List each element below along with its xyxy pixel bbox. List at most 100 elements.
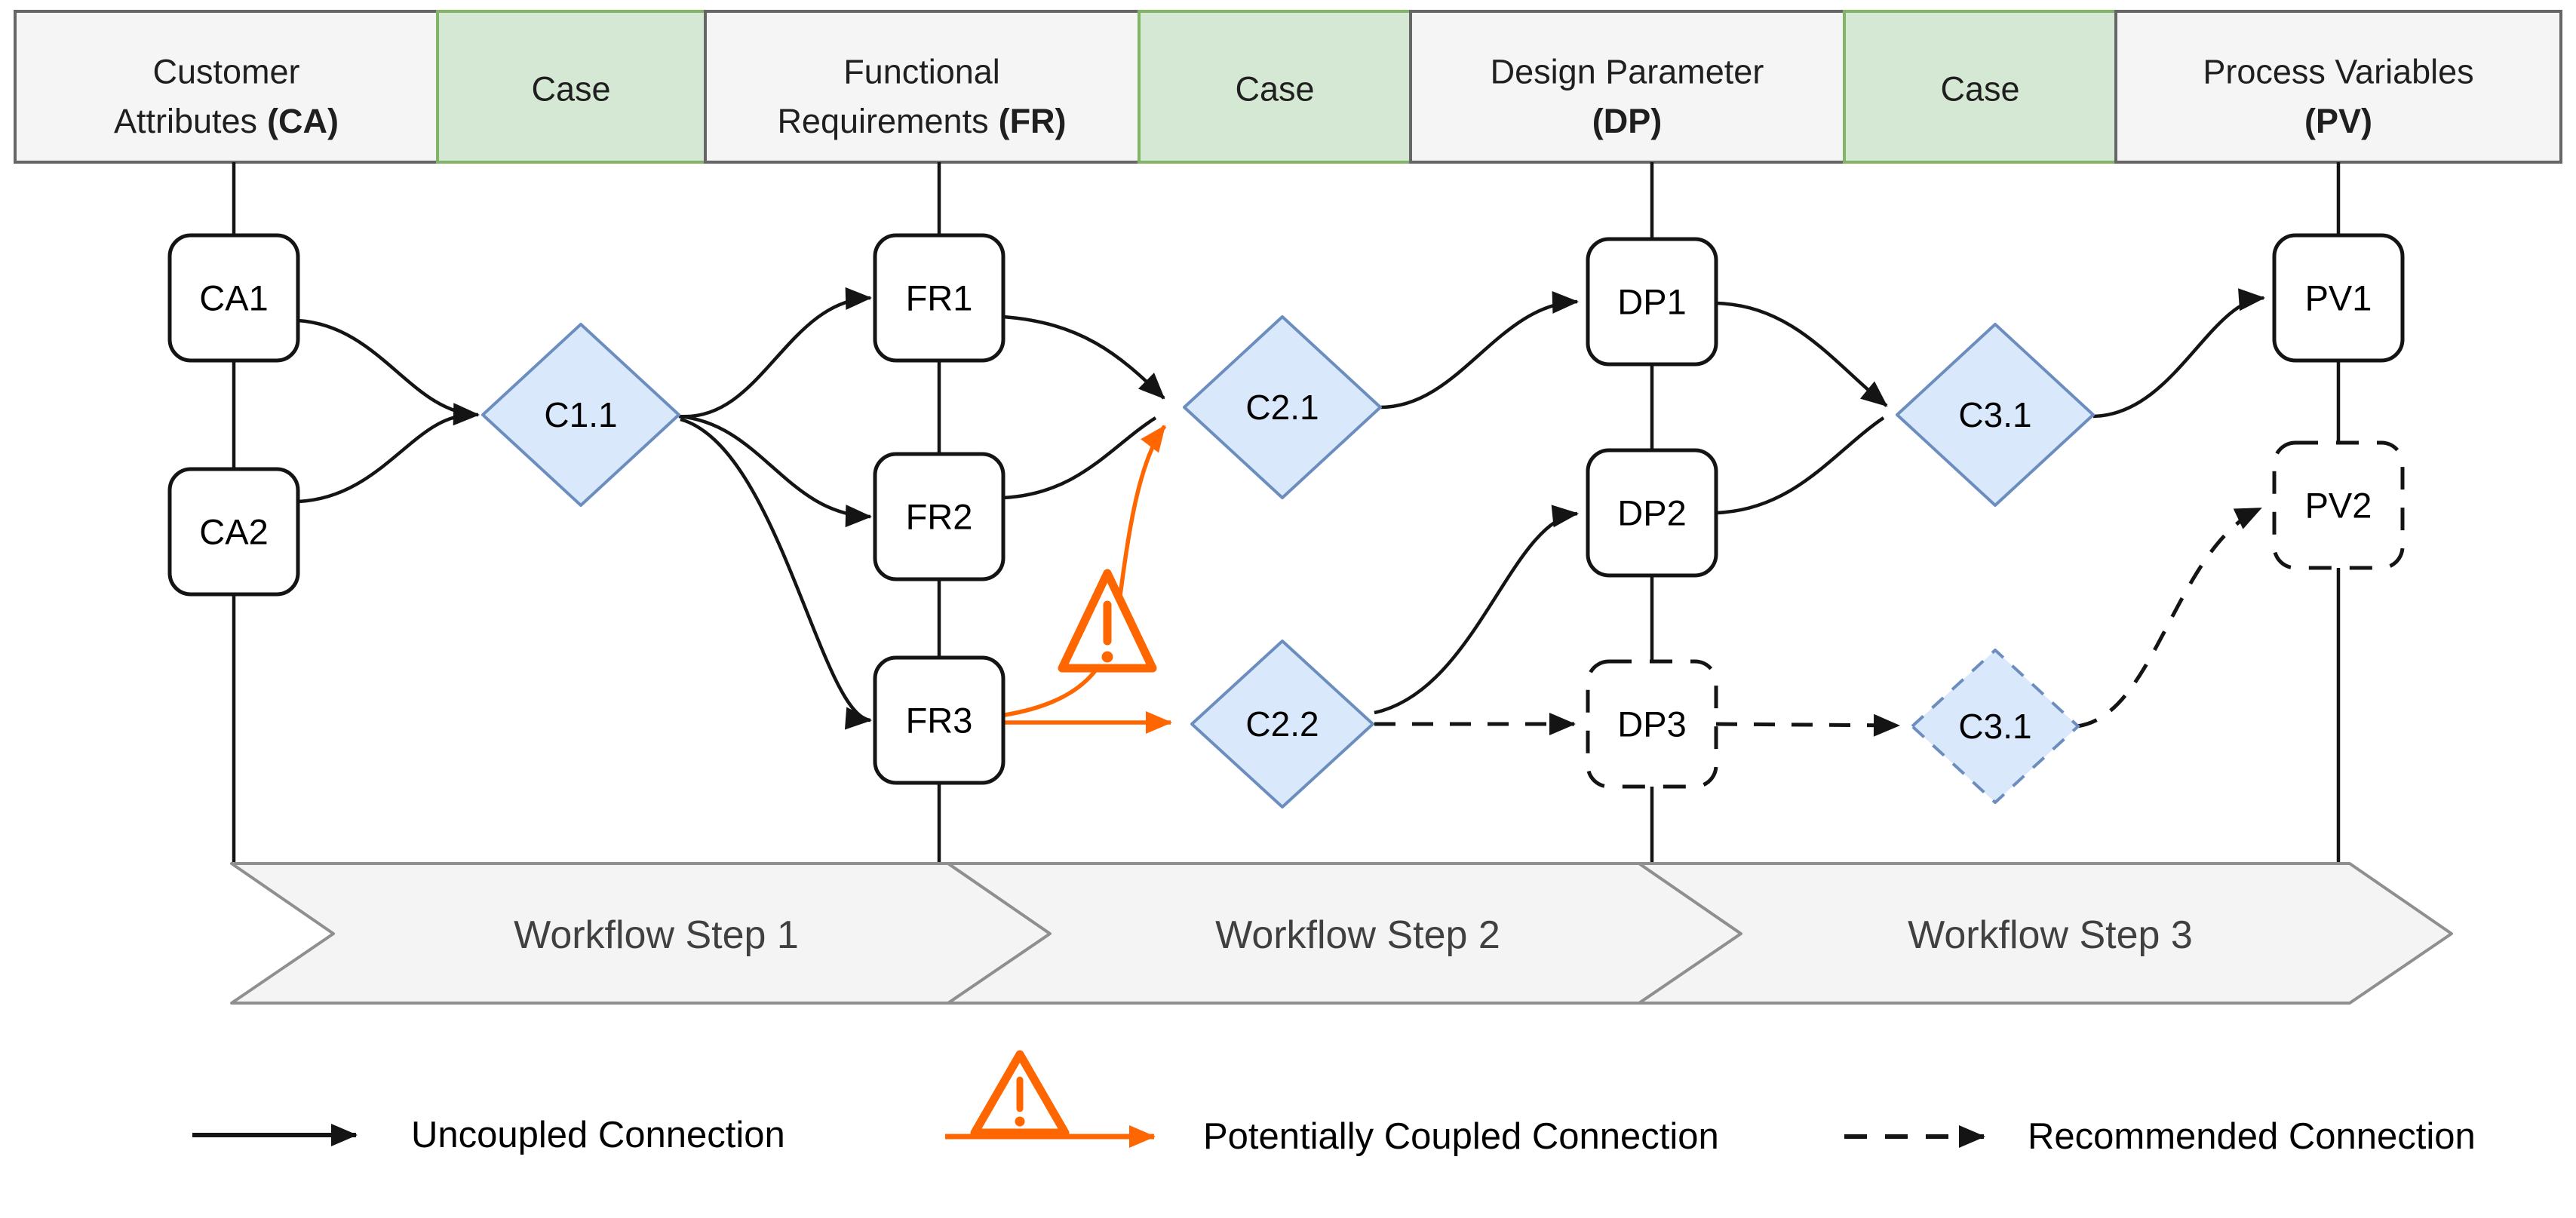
node-ca1: CA1 (167, 233, 300, 363)
node-label-pv1: PV1 (2305, 278, 2372, 318)
header-row: Customer Attributes(CA) Case Functional … (14, 10, 2562, 164)
edge-ca2-c1.1 (297, 413, 467, 504)
case-node-c2.2: C2.2 (1190, 640, 1374, 808)
node-dp1: DP1 (1586, 237, 1718, 367)
node-box-ca1 (167, 233, 300, 363)
diamond-c2.2 (1190, 640, 1374, 808)
header-cell-case-2: Case (1138, 10, 1412, 164)
workflow-step-3-chevron (1638, 862, 2453, 1005)
potentially-coupled-edges (1004, 425, 1172, 734)
header-cell-customer-attributes: Customer Attributes(CA) (14, 10, 439, 164)
node-box-pv2 (2272, 440, 2405, 570)
node-label-dp3: DP3 (1617, 704, 1686, 744)
node-pv2: PV2 (2272, 440, 2405, 570)
legend-recommended-label: Recommended Connection (2028, 1116, 2476, 1157)
diamond-c3.1 (1896, 323, 2095, 507)
edge-dp3-c3.1rec (1715, 713, 1900, 737)
node-fr2: FR2 (873, 452, 1006, 581)
edge-dp1-c3.1 (1715, 301, 1888, 407)
node-label-pv2: PV2 (2305, 486, 2372, 526)
edge-c1.1-fr1 (678, 287, 872, 419)
header-cell-design-parameter: Design Parameter (DP) (1409, 10, 1846, 164)
workflow-step-1-label: Workflow Step 1 (514, 913, 799, 957)
node-dp2: DP2 (1586, 448, 1718, 578)
node-dp3: DP3 (1586, 659, 1718, 789)
node-box-fr3 (873, 655, 1006, 785)
header-cell-process-variables: Process Variables (PV) (2114, 10, 2562, 164)
header-box-ca (14, 10, 439, 164)
diamond-c2.1 (1183, 315, 1382, 499)
case-label-c3.1: C3.1 (1958, 395, 2031, 434)
node-box-dp1 (1586, 237, 1718, 367)
header-label-case2: Case (1235, 70, 1314, 109)
node-ca2: CA2 (167, 467, 300, 597)
node-pv1: PV1 (2272, 233, 2405, 363)
header-label-case1: Case (531, 70, 610, 109)
case-label-c2.2: C2.2 (1245, 704, 1319, 744)
edge-c3.1-pv1 (2092, 288, 2265, 419)
column-connector-lines (232, 162, 2341, 864)
header-box-case2 (1138, 10, 1412, 164)
edge-c2.2-dp2 (1374, 505, 1579, 715)
case-label-c2.1: C2.1 (1245, 388, 1319, 427)
edge-c3.1rec-pv2 (2076, 506, 2262, 729)
header-label-case3: Case (1940, 70, 2019, 109)
legend-item-uncoupled: Uncoupled Connection (192, 1115, 785, 1155)
legend-warning-exclamation-dot (1015, 1116, 1025, 1127)
header-box-case1 (436, 10, 707, 164)
uncoupled-edges (297, 287, 2265, 730)
warning-icon (1058, 569, 1157, 673)
node-box-dp2 (1586, 448, 1718, 578)
edge-c1.1-fr2 (678, 414, 872, 528)
edge-fr2-c2.1 (1002, 416, 1157, 500)
warning-exclamation-dot (1101, 651, 1113, 663)
node-box-fr2 (873, 452, 1006, 581)
header-box-case3 (1843, 10, 2117, 164)
header-label-pv-line1: Process Variables (2203, 53, 2473, 91)
edge-c1.1-fr3 (680, 417, 872, 730)
case-node-c1.1: C1.1 (481, 323, 680, 507)
diamond-c1.1 (481, 323, 680, 507)
workflow-step-3-label: Workflow Step 3 (1908, 913, 2193, 957)
node-box-fr1 (873, 233, 1006, 363)
recommended-edges (1374, 506, 2262, 737)
node-label-dp1: DP1 (1617, 282, 1686, 322)
legend-item-recommended: Recommended Connection (1844, 1116, 2476, 1157)
header-label-fr-line1: Functional (843, 53, 1000, 91)
node-label-fr1: FR1 (906, 278, 973, 318)
header-label-dp-line2: (DP) (1592, 102, 1662, 140)
edge-dp2-c3.1 (1715, 416, 1885, 515)
node-label-ca1: CA1 (199, 278, 268, 318)
workflow-band: Workflow Step 1 Workflow Step 2 Workflow… (230, 862, 2453, 1005)
node-fr3: FR3 (873, 655, 1006, 785)
header-box-fr (704, 10, 1141, 164)
case-label-c3.1-recommended: C3.1 (1958, 707, 2031, 746)
header-box-dp (1409, 10, 1846, 164)
case-label-c1.1: C1.1 (544, 395, 617, 434)
legend-uncoupled-label: Uncoupled Connection (411, 1115, 785, 1155)
node-label-fr2: FR2 (906, 497, 973, 537)
legend-potentially-coupled-label: Potentially Coupled Connection (1203, 1116, 1719, 1157)
edge-fr1-c2.1 (1002, 314, 1165, 400)
case-node-c3.1: C3.1 (1896, 323, 2095, 507)
case-node-c2.1: C2.1 (1183, 315, 1382, 499)
header-cell-case-3: Case (1843, 10, 2117, 164)
header-label-pv-line2: (PV) (2304, 102, 2372, 140)
node-label-ca2: CA2 (199, 512, 268, 552)
workflow-step-2-label: Workflow Step 2 (1215, 913, 1500, 957)
header-cell-case-1: Case (436, 10, 707, 164)
node-fr1: FR1 (873, 233, 1006, 363)
node-label-dp2: DP2 (1617, 493, 1686, 533)
diamond-c3.1-recommended (1911, 649, 2080, 804)
header-label-ca-line2: Attributes(CA) (114, 102, 339, 140)
edge-c2.1-dp1 (1380, 290, 1579, 410)
edge-ca1-c1.1 (297, 318, 480, 426)
node-box-ca2 (167, 467, 300, 597)
legend-item-potentially-coupled: Potentially Coupled Connection (945, 1050, 1719, 1157)
legend-warning-icon (970, 1050, 1070, 1137)
node-label-fr3: FR3 (906, 701, 973, 741)
node-box-dp3 (1586, 659, 1718, 789)
node-box-pv1 (2272, 233, 2405, 363)
process-nodes: CA1 CA2 FR1 FR2 FR3 DP1 DP2 DP3 (167, 233, 2405, 789)
